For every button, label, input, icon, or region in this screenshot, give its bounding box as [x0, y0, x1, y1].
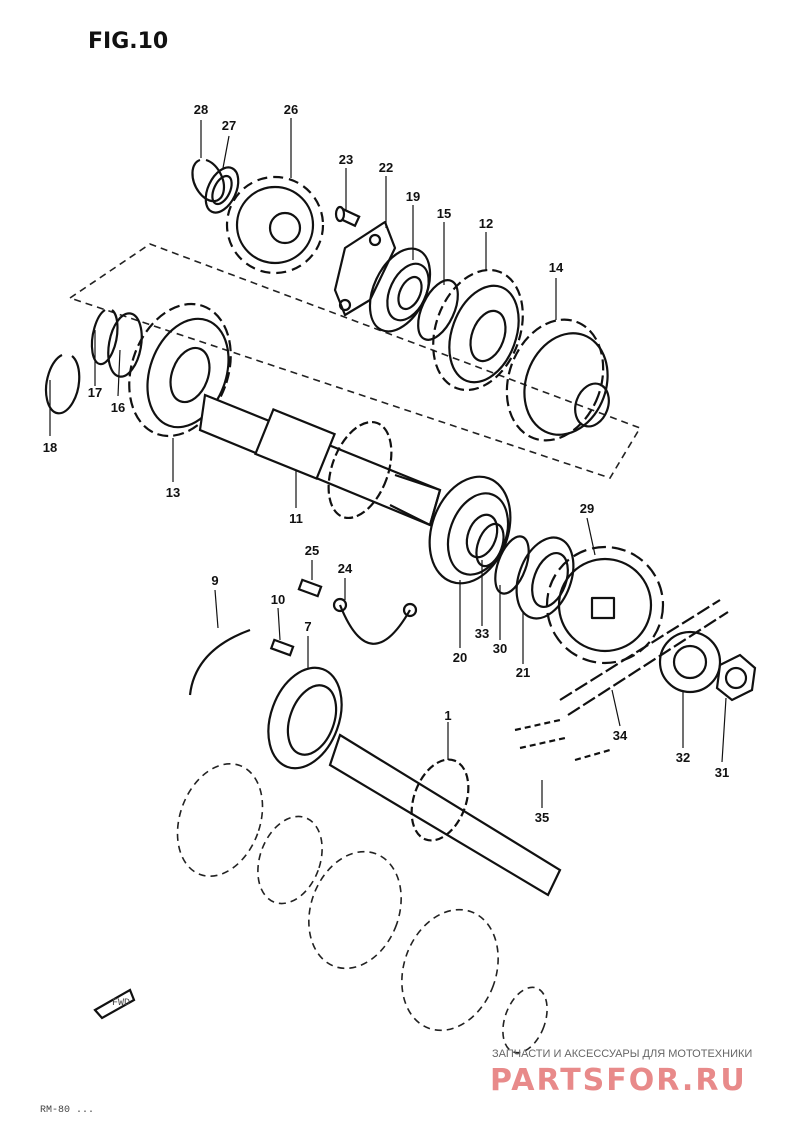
callout-14: 14 — [549, 260, 564, 275]
part-11-countershaft[interactable] — [198, 393, 442, 527]
part-31-nut[interactable] — [715, 653, 757, 702]
part-15-washer[interactable] — [410, 274, 466, 346]
figure-title: FIG.10 — [88, 29, 168, 54]
part-25-screw[interactable] — [297, 578, 323, 598]
callout-23: 23 — [339, 152, 353, 167]
part-32-lock-washer[interactable] — [658, 630, 722, 694]
callout-13: 13 — [166, 485, 180, 500]
callout-16: 16 — [111, 400, 125, 415]
part-12-gear[interactable] — [417, 257, 538, 402]
callout-18: 18 — [43, 440, 57, 455]
part-13-gear[interactable] — [112, 290, 249, 451]
callout-31: 31 — [715, 765, 729, 780]
part-1-main-shaft[interactable] — [328, 733, 562, 897]
callout-28: 28 — [194, 102, 208, 117]
callout-21: 21 — [516, 665, 530, 680]
part-20-bearing[interactable] — [415, 465, 524, 594]
part-9-retainer[interactable] — [188, 628, 251, 696]
part-26-gear[interactable] — [225, 175, 325, 275]
part-17-circlip[interactable] — [90, 309, 119, 366]
leader-lines — [49, 118, 727, 808]
callout-29: 29 — [580, 501, 594, 516]
callout-32: 32 — [676, 750, 690, 765]
part-23-bolt[interactable] — [334, 205, 361, 228]
callout-15: 15 — [437, 206, 451, 221]
callout-27: 27 — [222, 118, 236, 133]
part-34-chain[interactable] — [559, 599, 729, 716]
callout-25: 25 — [305, 543, 319, 558]
part-30-o-ring[interactable] — [489, 532, 536, 598]
callout-9: 9 — [211, 573, 218, 588]
callout-26: 26 — [284, 102, 298, 117]
assembly-outline — [68, 243, 642, 479]
part-35-chain-joint[interactable] — [514, 718, 611, 762]
part-16-washer[interactable] — [104, 311, 147, 380]
callout-35: 35 — [535, 810, 549, 825]
part-22-retainer-plate[interactable] — [333, 220, 397, 317]
callout-33: 33 — [475, 626, 489, 641]
watermark-tagline: ЗАПЧАСТИ И АКСЕССУАРЫ ДЛЯ МОТОТЕХНИКИ — [492, 1048, 752, 1060]
callout-10: 10 — [271, 592, 285, 607]
part-29-sprocket[interactable] — [545, 545, 665, 665]
part-33-washer[interactable] — [471, 520, 509, 570]
part-27-washer[interactable] — [199, 162, 245, 217]
callout-19: 19 — [406, 189, 420, 204]
figure-code: RM-80 ... — [40, 1105, 94, 1116]
watermark-brand: PARTSFOR.RU — [490, 1063, 747, 1098]
fwd-arrow: FWD — [93, 988, 136, 1020]
fwd-label: FWD — [112, 998, 130, 1009]
callout-20: 20 — [453, 650, 467, 665]
callout-7: 7 — [304, 619, 311, 634]
part-21-oil-seal[interactable] — [506, 530, 584, 627]
reference-gears-dashed — [176, 763, 548, 1054]
part-19-bearing[interactable] — [358, 239, 442, 341]
callout-17: 17 — [88, 385, 102, 400]
part-7-bearing[interactable] — [255, 658, 354, 779]
part-10-screw[interactable] — [269, 638, 295, 657]
callout-34: 34 — [613, 728, 628, 743]
part-18-circlip[interactable] — [44, 354, 81, 415]
part-14-gear[interactable] — [491, 306, 622, 454]
callout-24: 24 — [338, 561, 353, 576]
callout-11: 11 — [289, 511, 303, 526]
callout-1: 1 — [444, 708, 451, 723]
callout-30: 30 — [493, 641, 507, 656]
callout-22: 22 — [379, 160, 393, 175]
callout-12: 12 — [479, 216, 493, 231]
part-24-chain-guide[interactable] — [332, 597, 418, 645]
